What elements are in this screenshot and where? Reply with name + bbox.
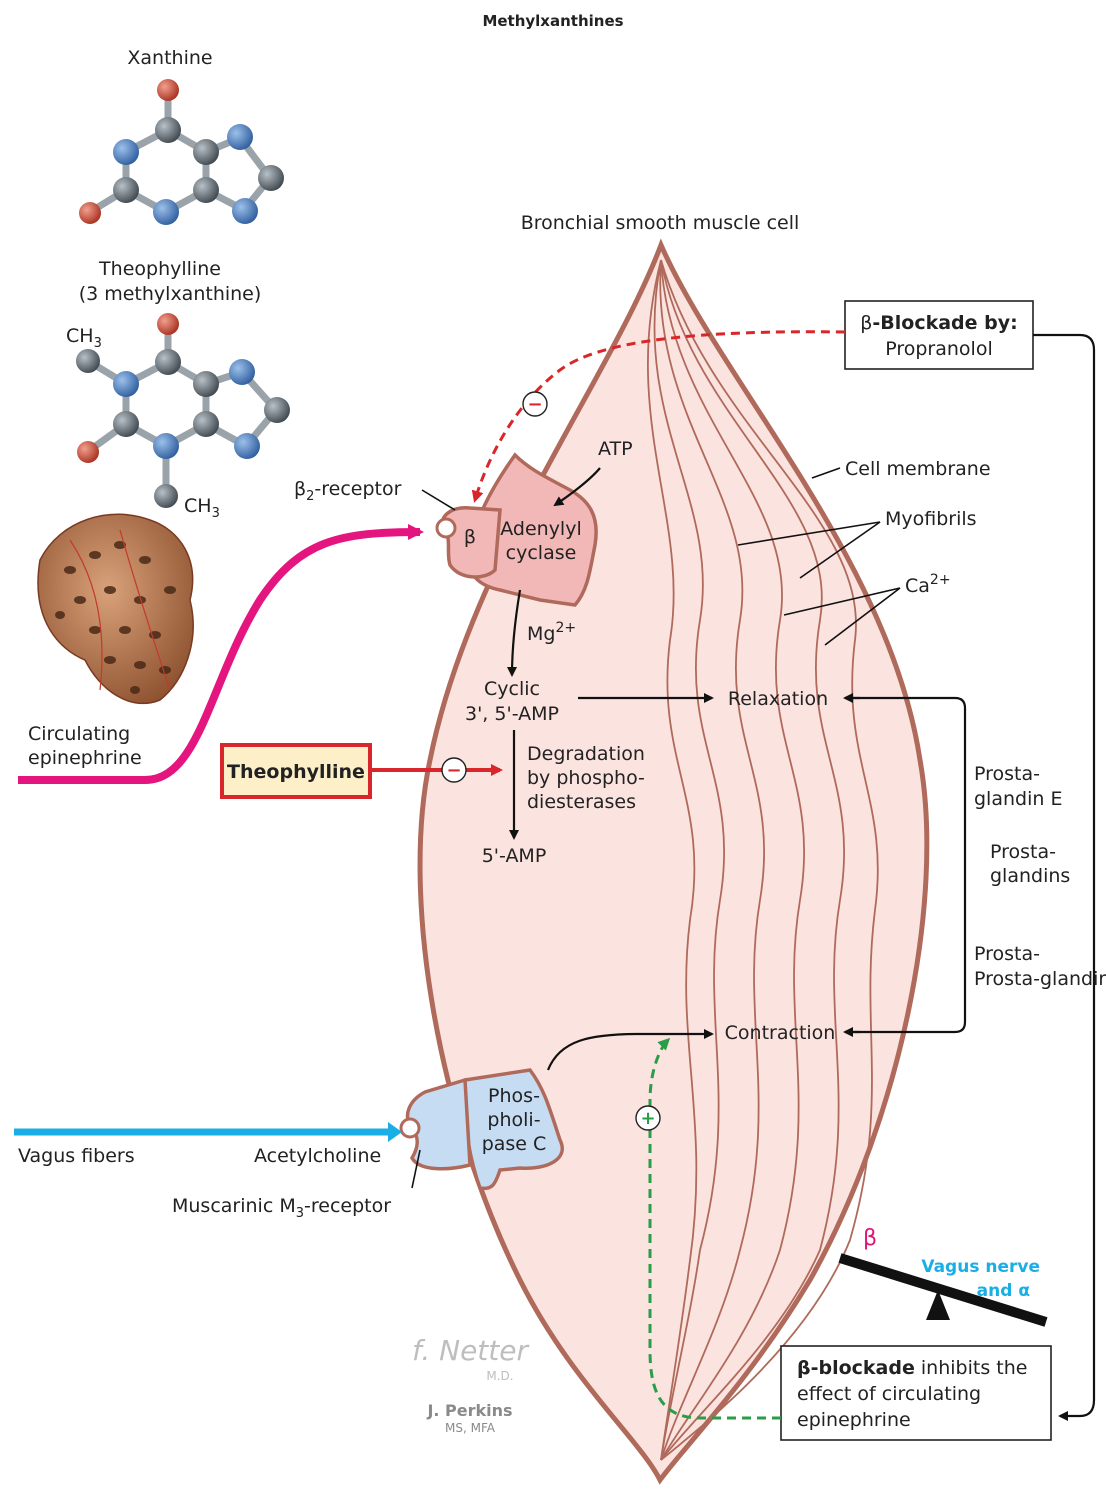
ch3-top-label: CH3 [66, 325, 102, 351]
phospholipase-line2: pholi- [487, 1109, 540, 1131]
m3-binding-site [401, 1119, 419, 1137]
theophylline-molecule-sublabel: (3 methylxanthine) [79, 283, 262, 305]
acetylcholine-label: Acetylcholine [254, 1145, 381, 1167]
cell-title: Bronchial smooth muscle cell [521, 212, 800, 234]
effect-box-line1: β-blockade inhibits the [797, 1357, 1027, 1379]
balance-beta-label: β [863, 1226, 877, 1251]
cell-membrane-label: Cell membrane [845, 458, 991, 480]
balance-vagus-line2: and α [977, 1281, 1030, 1301]
phospholipase-line1: Phos- [488, 1085, 540, 1107]
effect-box-line3: epinephrine [797, 1409, 911, 1431]
prostaglandins-line2: glandins [990, 865, 1070, 887]
theophylline-minus: − [446, 760, 461, 781]
myofibrils-label: Myofibrils [885, 508, 977, 530]
amp-label: 5'-AMP [482, 845, 547, 867]
prostaglandins-line1: Prosta- [990, 841, 1056, 863]
blockade-minus: − [527, 394, 542, 415]
phospholipase-line3: pase C [482, 1133, 547, 1155]
artist-signature: f. Netter M.D. [412, 1334, 530, 1383]
propranolol-label: Propranolol [885, 338, 993, 360]
vagus-fibers-label: Vagus fibers [18, 1145, 135, 1167]
ch3-bottom-label: CH3 [184, 495, 220, 521]
effect-box-line2: effect of circulating [797, 1383, 981, 1405]
xanthine-molecule [79, 79, 284, 225]
camp-label-line1: Cyclic [484, 678, 540, 700]
contraction-label: Contraction [725, 1022, 836, 1044]
stimulation-plus: + [640, 1108, 655, 1129]
prostaglandin-e-line1: Prosta- [974, 763, 1040, 785]
theophylline-molecule [76, 313, 290, 508]
perkins-credentials: MS, MFA [445, 1421, 496, 1435]
circulating-epinephrine-line1: Circulating [28, 723, 130, 745]
degradation-line1: Degradation [527, 743, 645, 765]
beta-blockade-title: β-Blockade by: [860, 312, 1017, 334]
relaxation-label: Relaxation [728, 688, 828, 710]
prostaglandin-f-line1: Prosta- [974, 943, 1040, 965]
degradation-line3: diesterases [527, 791, 636, 813]
theophylline-box-label: Theophylline [227, 761, 365, 783]
adenylyl-label-line1: Adenylyl [500, 518, 582, 540]
camp-label-line2: 3', 5'-AMP [465, 703, 559, 725]
calcium-label: Ca2+ [905, 572, 951, 597]
vagus-arrowhead [388, 1122, 402, 1142]
balance-vagus-line1: Vagus nerve [921, 1257, 1040, 1277]
xanthine-label: Xanthine [127, 47, 212, 69]
prostaglandin-e-line2: glandin E [974, 788, 1062, 810]
beta-symbol: β [464, 526, 476, 548]
theophylline-molecule-label: Theophylline [98, 258, 221, 280]
degradation-line2: by phospho- [527, 767, 645, 789]
perkins-signature: J. Perkins [426, 1401, 512, 1420]
svg-text:M.D.: M.D. [486, 1369, 513, 1383]
adenylyl-label-line2: cyclase [506, 542, 577, 564]
page-title: Methylxanthines [482, 12, 623, 30]
beta2-binding-site [437, 519, 455, 537]
muscarinic-receptor-label: Muscarinic M3-receptor [172, 1195, 391, 1221]
svg-text:f. Netter: f. Netter [412, 1334, 530, 1367]
beta2-receptor-label: β2-receptor [294, 478, 402, 504]
atp-label: ATP [598, 438, 633, 460]
circulating-epinephrine-line2: epinephrine [28, 747, 142, 769]
lung-tissue-illustration [38, 514, 193, 703]
prostaglandin-f-line2: Prosta-glandin F2α [974, 968, 1106, 994]
